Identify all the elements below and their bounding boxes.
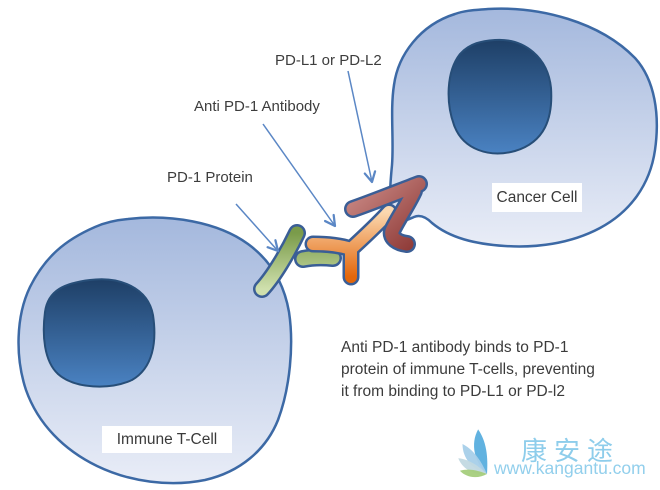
cancer-cell-label: Cancer Cell (492, 183, 582, 212)
anti-pd1-antibody-shape (304, 203, 398, 286)
cancer-cell-shape (388, 7, 659, 248)
immune-tcell-label: Immune T-Cell (102, 426, 232, 453)
pd1-protein-shape (253, 224, 342, 298)
cancer-cell-nucleus (447, 38, 553, 155)
watermark-url-text: www.kangantu.com (494, 458, 646, 478)
immune-tcell-shape (17, 216, 293, 485)
pdl-ligand-arrow (347, 70, 377, 184)
caption-line: protein of immune T-cells, preventing (341, 361, 595, 378)
pdl-ligand-label: PD-L1 or PD-L2 (275, 52, 382, 69)
caption-line: it from binding to PD-L1 or PD-l2 (341, 383, 565, 400)
watermark-brand-text: 康安途 (521, 437, 621, 467)
anti-pd1-arrow (262, 123, 337, 228)
pdl-ligand-shape (344, 175, 428, 253)
caption-text: Anti PD-1 antibody binds to PD-1 protein… (341, 337, 595, 403)
caption-line: Anti PD-1 antibody binds to PD-1 (341, 339, 569, 356)
immune-tcell-nucleus (42, 278, 156, 388)
pd1-protein-label: PD-1 Protein (167, 169, 253, 186)
kangantu-leaf-fan-icon (458, 429, 488, 478)
anti-pd1-antibody-label: Anti PD-1 Antibody (194, 98, 320, 115)
pd1-protein-arrow (235, 203, 280, 253)
